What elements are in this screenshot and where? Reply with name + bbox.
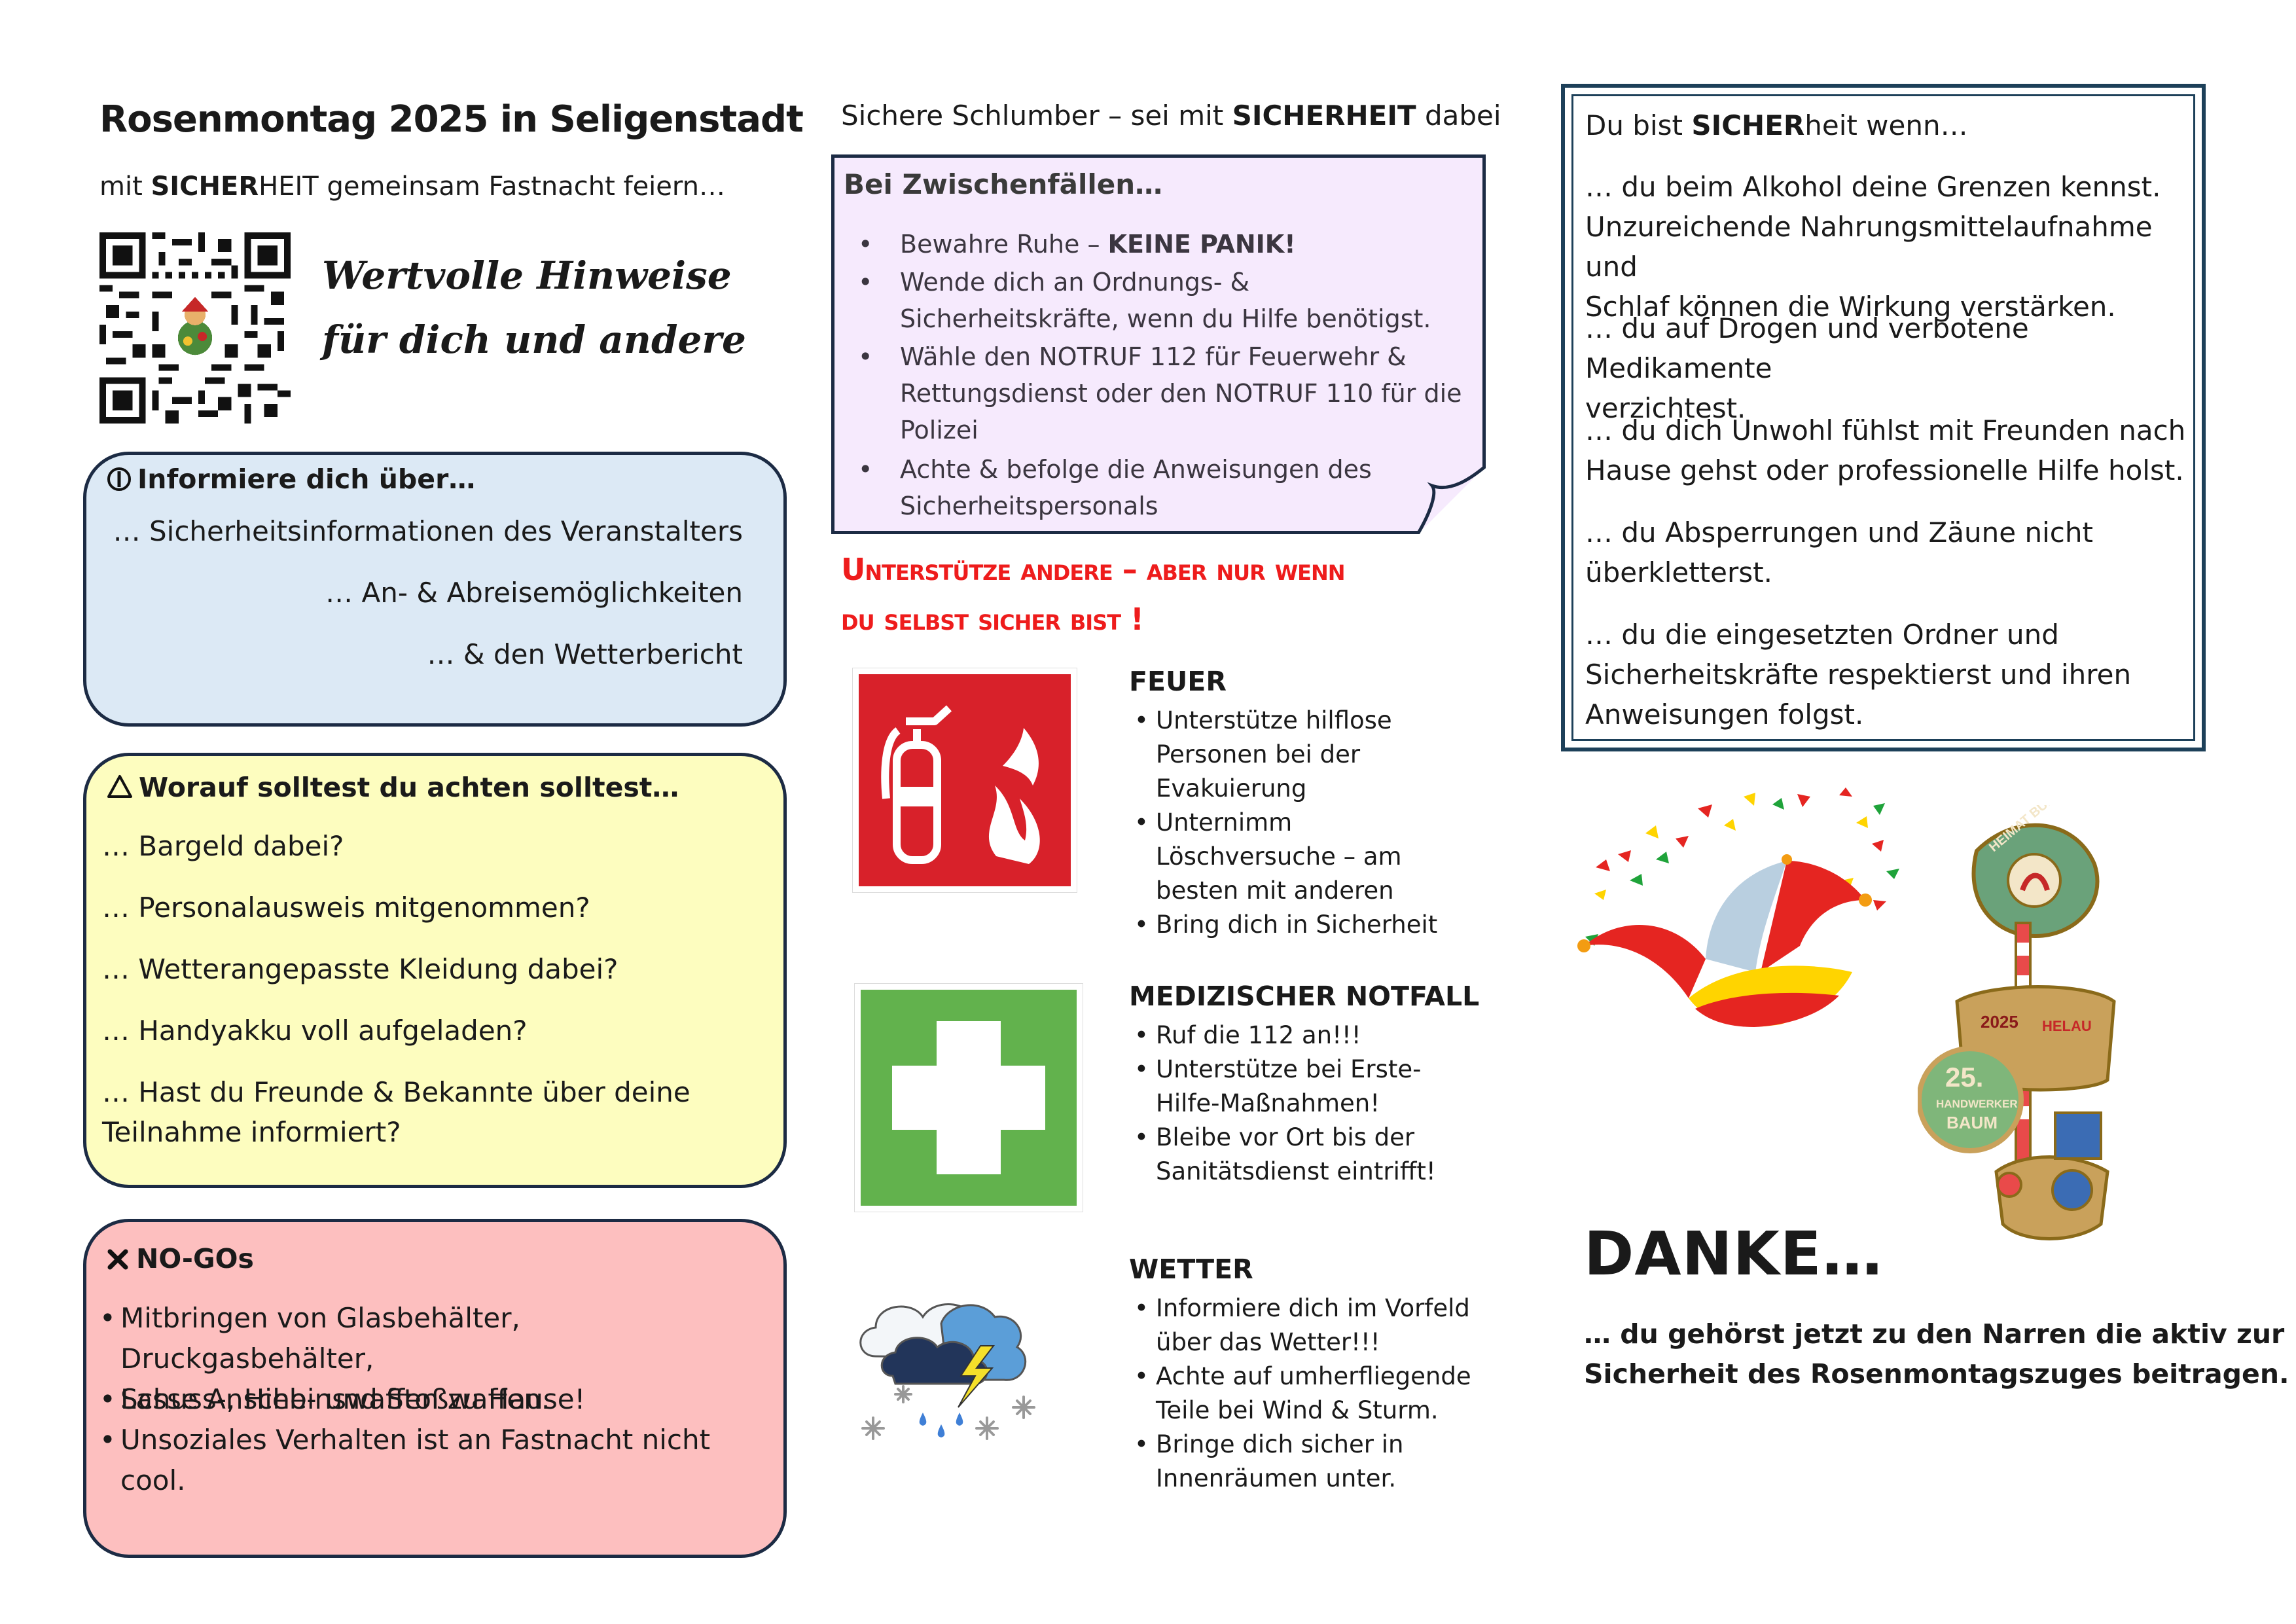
incident-title: Bei Zwischenfällen… bbox=[844, 168, 1163, 200]
info-line: … An- & Abreisemöglichkeiten bbox=[325, 577, 743, 609]
info-box-title: Informiere dich über… bbox=[106, 463, 475, 495]
jester-cap-illustration bbox=[1577, 787, 1899, 1027]
safety-item: … du auf Drogen und verbotene Medikament… bbox=[1585, 312, 2029, 424]
page-title: Rosenmontag 2025 in Seligenstadt bbox=[99, 98, 804, 141]
attention-line: … Wetterangepasste Kleidung dabei? bbox=[102, 953, 619, 985]
x-icon bbox=[107, 1249, 128, 1270]
safety-box: Du bist SICHERheit wenn… … du beim Alkoh… bbox=[1561, 84, 2206, 751]
storm-cloud-icon bbox=[859, 1303, 1035, 1440]
badge-year: 2025 bbox=[1981, 1012, 2018, 1032]
attention-line: … Personalausweis mitgenommen? bbox=[102, 892, 590, 924]
list-item: •Unterstütze bei Erste-Hilfe-Maßnahmen! bbox=[1134, 1055, 1422, 1117]
info-icon bbox=[107, 467, 131, 491]
nogo-box: NO-GOs • Mitbringen von Glasbehälter, Dr… bbox=[83, 1219, 787, 1558]
page-subtitle: mit SICHERHEIT gemeinsam Fastnacht feier… bbox=[99, 171, 725, 202]
incident-item: •Wende dich an Ordnungs- &Sicherheitskrä… bbox=[858, 268, 1431, 333]
attention-line: … Handyakku voll aufgeladen? bbox=[102, 1015, 528, 1047]
thanks-heading: DANKE… bbox=[1584, 1219, 1883, 1289]
incident-note: Bei Zwischenfällen… •Bewahre Ruhe – KEIN… bbox=[831, 154, 1486, 534]
nogo-box-title: NO-GOs bbox=[106, 1243, 254, 1274]
info-line: … Sicherheitsinformationen des Veranstal… bbox=[113, 515, 743, 547]
column2-heading: Sichere Schlumber – sei mit SICHERHEIT d… bbox=[841, 99, 1501, 132]
fire-extinguisher-icon bbox=[852, 668, 1077, 893]
safety-box-title: Du bist SICHERheit wenn… bbox=[1585, 109, 1968, 141]
section-title-weather: WETTER bbox=[1129, 1254, 1253, 1285]
qr-code[interactable] bbox=[99, 232, 291, 424]
badge-line2: BAUM bbox=[1946, 1113, 1998, 1132]
list-item: •Ruf die 112 an!!! bbox=[1134, 1021, 1361, 1049]
section-title-fire: FEUER bbox=[1129, 666, 1227, 697]
nogo-item: • Unsoziales Verhalten ist an Fastnacht … bbox=[99, 1424, 711, 1496]
incident-item: •Wähle den NOTRUF 112 für Feuerwehr &Ret… bbox=[858, 342, 1462, 444]
nogo-item: • Mitbringen von Glasbehälter, Druckgasb… bbox=[99, 1302, 550, 1415]
section-title-medical: MEDIZISCHER NOTFALL bbox=[1129, 981, 1480, 1012]
warning-triangle-icon bbox=[107, 775, 132, 798]
incident-item: •Bewahre Ruhe – KEINE PANIK! bbox=[858, 230, 1296, 259]
badge-number: 25. bbox=[1945, 1062, 1983, 1092]
medical-list: •Ruf die 112 an!!! •Unterstütze bei Erst… bbox=[1134, 1019, 1488, 1189]
hint-text: Wertvolle Hinweise für dich und andere bbox=[322, 253, 746, 362]
info-box: Informiere dich über… … Sicherheitsinfor… bbox=[83, 452, 787, 727]
first-aid-icon bbox=[854, 983, 1083, 1212]
attention-box: Worauf solltest du achten solltest… … Ba… bbox=[83, 753, 787, 1188]
support-heading: Unterstütze andere – aber nur wenn du se… bbox=[841, 552, 1346, 637]
badge-2025-illustration: HEIMAT BUND SELIGENSTADT 2025 HELAU 25. … bbox=[1918, 805, 2134, 1240]
page-curl bbox=[1418, 466, 1486, 534]
badge-line1: HANDWERKER bbox=[1936, 1098, 2018, 1110]
list-item: •Bring dich in Sicherheit bbox=[1134, 911, 1438, 939]
attention-line: Teilnahme informiert? bbox=[102, 1116, 401, 1148]
safety-item: … du beim Alkohol deine Grenzen kennst.U… bbox=[1585, 171, 2161, 323]
nogo-item: • Lasse Anscheinswaffen zu Hause! bbox=[99, 1383, 586, 1415]
attention-line: … Hast du Freunde & Bekannte über deine bbox=[102, 1076, 691, 1108]
jester-emblem bbox=[165, 297, 225, 358]
attention-box-title: Worauf solltest du achten solltest… bbox=[106, 772, 679, 803]
badge-helau: HELAU bbox=[2042, 1018, 2092, 1034]
attention-line: … Bargeld dabei? bbox=[102, 830, 344, 862]
info-line: … & den Wetterbericht bbox=[427, 638, 744, 670]
thanks-text: … du gehörst jetzt zu den Narren die akt… bbox=[1584, 1318, 2289, 1390]
safety-item: … du dich Unwohl fühlst mit Freunden nac… bbox=[1585, 414, 2186, 486]
